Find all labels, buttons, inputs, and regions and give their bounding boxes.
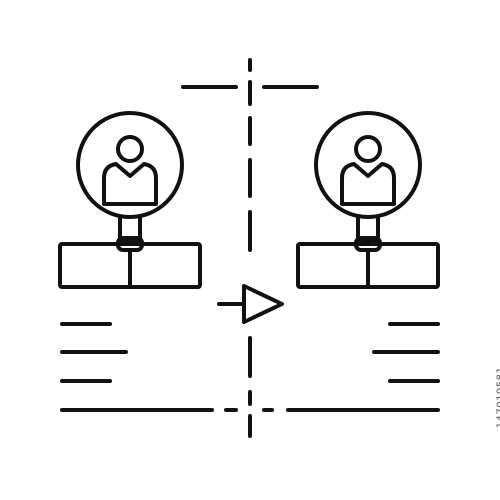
play-arrow-icon <box>217 284 284 324</box>
right-text-lines <box>372 322 440 383</box>
left-lens-circle <box>76 111 184 219</box>
stock-id-label: 147010581 <box>495 366 500 429</box>
right-person-head <box>354 135 382 163</box>
left-person-head <box>116 135 144 163</box>
right-lens-circle <box>314 111 422 219</box>
left-person-body <box>102 162 158 206</box>
left-text-lines <box>60 322 128 383</box>
right-person-magnifier-icon <box>296 111 440 289</box>
left-person-magnifier-icon <box>58 111 202 289</box>
right-person-body <box>340 162 396 206</box>
